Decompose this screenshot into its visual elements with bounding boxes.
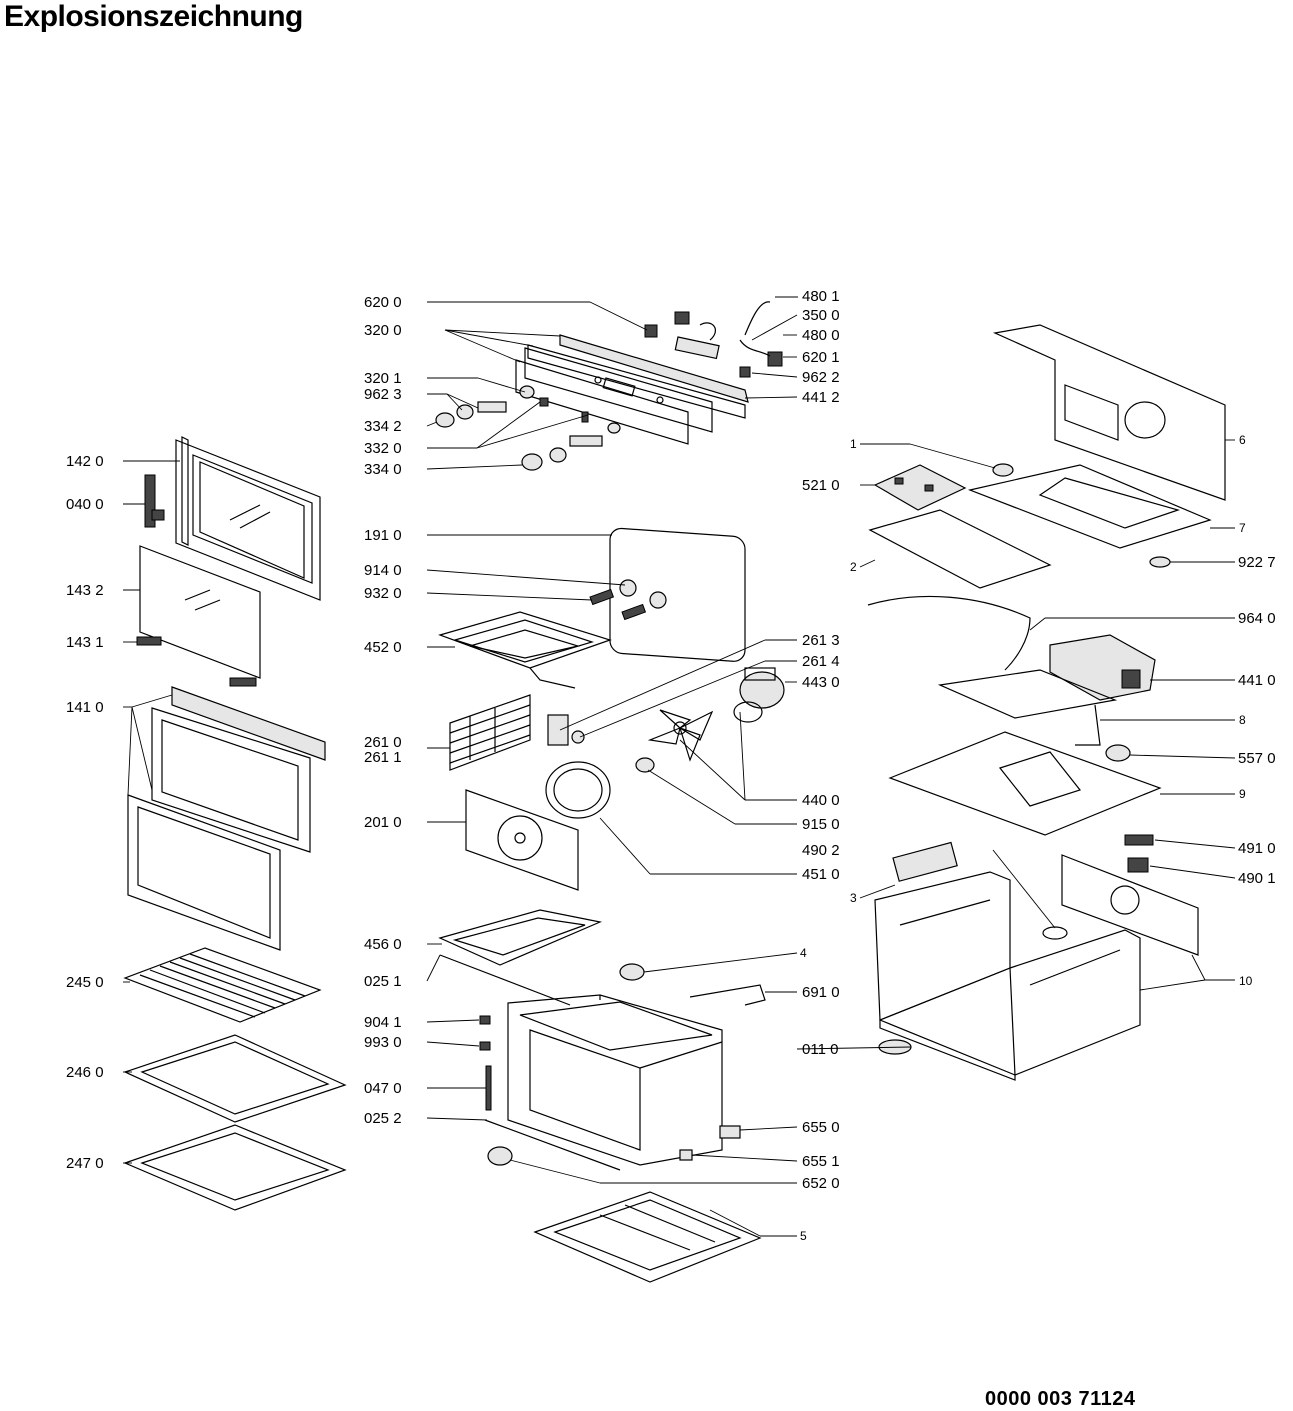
deep-pan-part: [123, 1124, 347, 1211]
plate-part: [967, 464, 1212, 549]
upper-heating-element-part: [438, 611, 612, 689]
bracket-plate-part: [868, 509, 1052, 589]
label-490-1: 490 1: [1238, 870, 1276, 887]
label-922-7: 922 7: [1238, 554, 1276, 571]
label-261-3: 261 3: [802, 632, 840, 649]
label-261-1: 261 1: [364, 749, 402, 766]
door-front-part: [127, 686, 326, 951]
label-490-2: 490 2: [802, 842, 840, 859]
label-143-2: 143 2: [66, 582, 104, 599]
label-915-0: 915 0: [802, 816, 840, 833]
label-047-0: 047 0: [364, 1080, 402, 1097]
label-441-0: 441 0: [1238, 672, 1276, 689]
tube-part: [867, 595, 1031, 671]
label-655-0: 655 0: [802, 1119, 840, 1136]
label-964-0: 964 0: [1238, 610, 1276, 627]
label-962-2: 962 2: [802, 369, 840, 386]
circular-heating-element-part: [545, 761, 611, 819]
oven-cavity-part: [507, 994, 723, 1166]
control-panel-part: [435, 301, 783, 471]
label-440-0: 440 0: [802, 792, 840, 809]
label-691-0: 691 0: [802, 984, 840, 1001]
part-labels: 620 0 320 0 320 1 962 3 334 2 332 0 334 …: [66, 288, 1276, 1243]
top-cover-part: [992, 324, 1226, 501]
label-201-0: 201 0: [364, 814, 402, 831]
label-962-3: 962 3: [364, 386, 402, 403]
label-932-0: 932 0: [364, 585, 402, 602]
label-334-2: 334 2: [364, 418, 402, 435]
label-320-1: 320 1: [364, 370, 402, 387]
label-334-0: 334 0: [364, 461, 402, 478]
lower-heating-element-part: [438, 909, 603, 966]
label-5: 5: [800, 1229, 807, 1243]
fan-cover-part: [465, 789, 579, 891]
rear-panel-part: [1061, 834, 1199, 956]
label-191-0: 191 0: [364, 527, 402, 544]
cover-part: [892, 841, 958, 882]
label-441-2: 441 2: [802, 389, 840, 406]
lamp-cover-part: [619, 579, 637, 597]
label-6: 6: [1239, 433, 1246, 447]
leader-lines: [123, 296, 1236, 1237]
label-143-1: 143 1: [66, 634, 104, 651]
document-number: 0000 003 71124: [985, 1388, 1136, 1410]
label-040-0: 040 0: [66, 496, 104, 513]
control-board-part: [873, 464, 967, 511]
label-9: 9: [1239, 787, 1246, 801]
clip-part: [479, 1015, 491, 1025]
label-10: 10: [1239, 974, 1253, 988]
label-480-1: 480 1: [802, 288, 840, 305]
page-title: Explosionszeichnung: [4, 0, 303, 33]
label-521-0: 521 0: [802, 477, 840, 494]
label-8: 8: [1239, 713, 1246, 727]
label-2: 2: [850, 560, 857, 574]
label-7: 7: [1239, 521, 1246, 535]
label-655-1: 655 1: [802, 1153, 840, 1170]
cooling-fan-part: [1049, 634, 1156, 701]
label-620-1: 620 1: [802, 349, 840, 366]
label-993-0: 993 0: [364, 1034, 402, 1051]
label-350-0: 350 0: [802, 307, 840, 324]
bottom-plate-part: [533, 1191, 762, 1283]
fan-motor-part: [733, 667, 785, 723]
label-142-0: 142 0: [66, 453, 104, 470]
fan-blade-part: [647, 709, 714, 762]
label-261-4: 261 4: [802, 653, 840, 670]
label-451-0: 451 0: [802, 866, 840, 883]
inner-glass-part: [136, 545, 261, 687]
parts-drawing: [123, 301, 1226, 1283]
baking-tray-part: [123, 1034, 347, 1123]
label-025-2: 025 2: [364, 1110, 402, 1127]
label-011-0: 011 0: [802, 1041, 838, 1058]
cover-plate-part: [888, 731, 1162, 836]
label-320-0: 320 0: [364, 322, 402, 339]
label-141-0: 141 0: [66, 699, 104, 716]
label-452-0: 452 0: [364, 639, 402, 656]
label-652-0: 652 0: [802, 1175, 840, 1192]
door-frame-part: [144, 436, 321, 601]
label-480-0: 480 0: [802, 327, 840, 344]
label-443-0: 443 0: [802, 674, 840, 691]
label-261-0: 261 0: [364, 734, 402, 751]
side-rack-part: [449, 694, 531, 771]
label-620-0: 620 0: [364, 294, 402, 311]
bracket-part: [547, 714, 569, 746]
label-245-0: 245 0: [66, 974, 104, 991]
label-3: 3: [850, 891, 857, 905]
label-456-0: 456 0: [364, 936, 402, 953]
frame-part: [937, 669, 1118, 719]
label-904-1: 904 1: [364, 1014, 402, 1031]
label-491-0: 491 0: [1238, 840, 1276, 857]
label-332-0: 332 0: [364, 440, 402, 457]
wire-rack-part: [123, 947, 322, 1023]
label-1: 1: [850, 437, 857, 451]
label-246-0: 246 0: [66, 1064, 104, 1081]
label-914-0: 914 0: [364, 562, 402, 579]
label-4: 4: [800, 946, 807, 960]
outer-casing-part: [874, 871, 1141, 1081]
label-557-0: 557 0: [1238, 750, 1276, 767]
label-247-0: 247 0: [66, 1155, 104, 1172]
label-025-1: 025 1: [364, 973, 402, 990]
